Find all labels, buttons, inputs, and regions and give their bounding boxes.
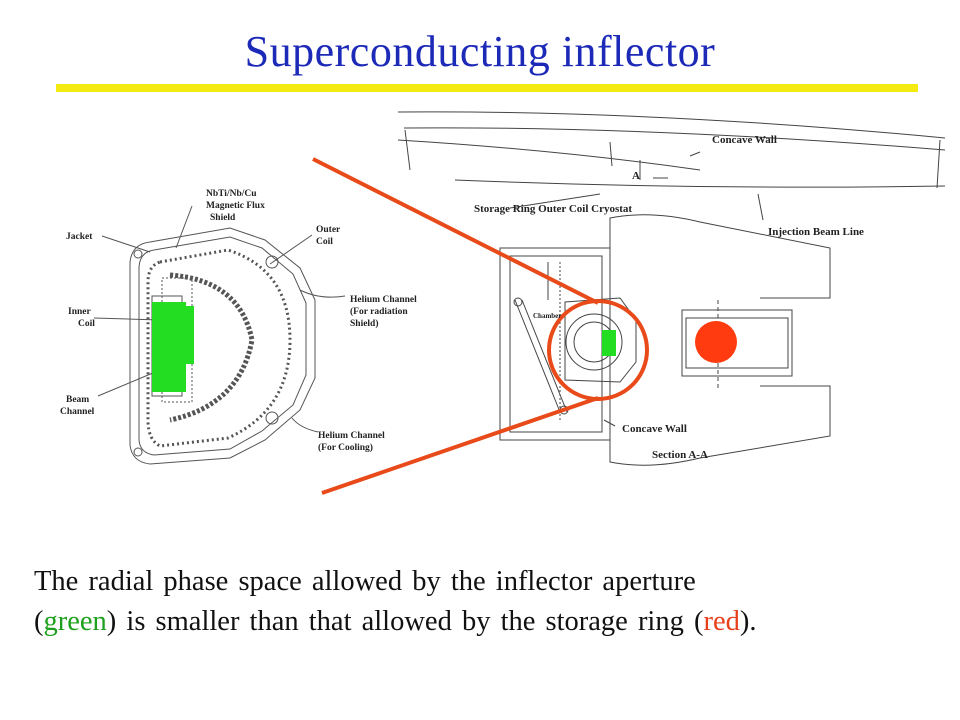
helium-channel-top [265,255,279,269]
cryostat-label: Storage Ring Outer Coil Cryostat [474,203,632,215]
helium-rad-label-1: Helium Channel [350,295,417,305]
page-title: Superconducting inflector [244,27,716,76]
caption-open: ( [34,606,44,637]
inflector-aperture-green [152,302,186,392]
helium-rad-label-2: (For radiation [350,306,408,317]
helium-channel-bottom [265,411,279,425]
shield-label-1: NbTi/Nb/Cu [206,189,257,199]
storage-ring-aperture-red [695,321,737,363]
outer-coil-label-1: Outer [316,225,341,235]
helium-cool-label-1: Helium Channel [318,431,385,441]
inner-coil-label-2: Coil [78,319,95,329]
injection-beam-line-label: Injection Beam Line [768,226,864,238]
caption-green-word: green [43,606,107,637]
outer-coil-ring [146,248,292,448]
helium-rad-label-3: Shield) [350,318,379,329]
red-callout [312,157,649,495]
title-underline [56,84,918,92]
outer-coil-label-2: Coil [316,237,333,247]
jacket-inner-outline [138,236,307,456]
caption-line-1: The radial phase space allowed by the in… [34,566,696,597]
callout-line-upper [312,157,599,305]
storage-ring-plan-view [397,111,946,221]
helium-cool-label-2: (For Cooling) [318,442,373,453]
callout-line-lower [321,396,599,495]
inflector-cross-section [93,205,346,465]
helium-channel-left-top [133,249,143,259]
callout-circle [547,299,649,401]
shield-label-3: Shield [210,213,236,223]
caption-mid: ) is smaller than that allowed by the st… [106,606,704,637]
inner-coil-arc [169,272,255,423]
section-a-a-label: Section A-A [652,449,708,461]
shield-label-2: Magnetic Flux [206,201,265,211]
helium-channel-left-bottom [133,447,143,457]
concave-wall-label-bottom: Concave Wall [622,423,687,435]
caption: The radial phase space allowed by the in… [34,562,944,642]
jacket-label: Jacket [66,232,93,242]
caption-red-word: red [703,606,740,637]
inflector-aperture-green-tab [182,306,194,364]
section-a-marker: A [632,170,640,182]
beam-channel-label-2: Channel [60,407,95,417]
jacket-outline [129,227,316,465]
concave-wall-label-top: Concave Wall [712,134,777,146]
caption-close: ). [739,606,757,637]
inner-coil-label-1: Inner [68,307,91,317]
beam-channel-label-1: Beam [66,395,89,405]
section-aperture-green [602,330,616,356]
caption-line-2: (green) is smaller than that allowed by … [34,602,944,642]
chamber-label: Chamber [533,312,561,320]
section-a-a-view [499,214,831,466]
